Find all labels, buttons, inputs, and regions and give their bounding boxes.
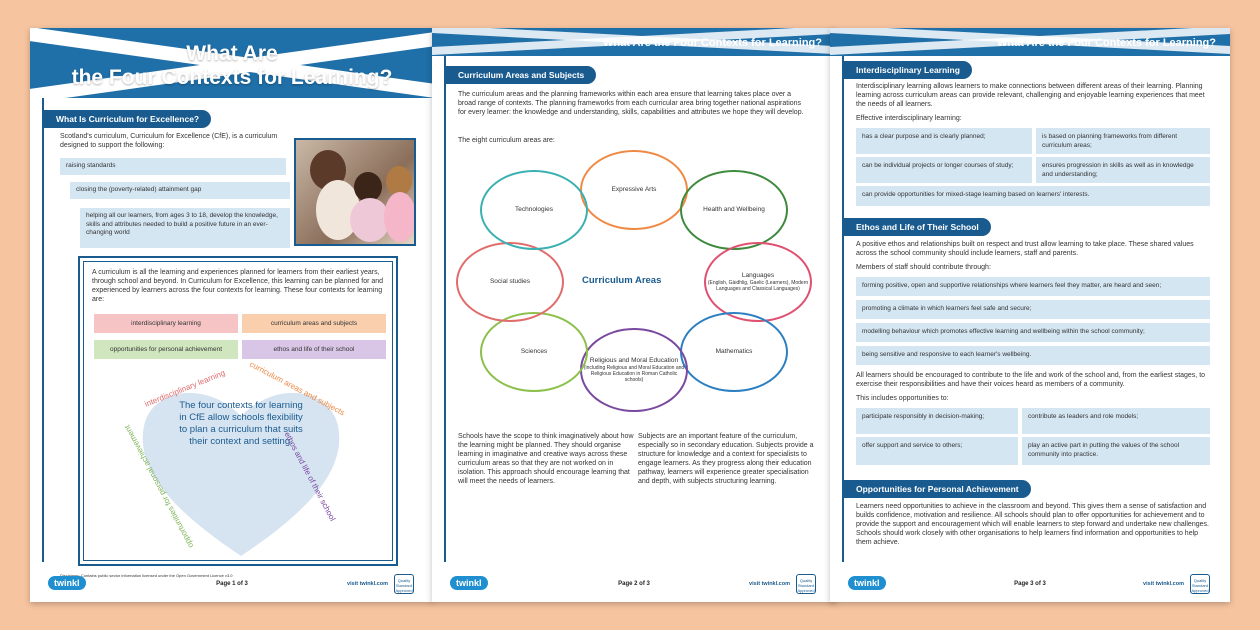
column-text: Schools have the scope to think imaginat… [458, 433, 634, 485]
page-number: Page 1 of 3 [216, 581, 248, 587]
context-chip: opportunities for personal achievement [94, 340, 238, 359]
list-cell: is based on planning frameworks from dif… [1036, 128, 1210, 154]
diagram-center-label: Curriculum Areas [582, 275, 662, 286]
contexts-box [78, 256, 398, 566]
band-title: What Are the Four Contexts for Learning? [997, 37, 1216, 49]
visit-link[interactable]: visit twinkl.com [749, 581, 790, 587]
heart-graphic [142, 392, 340, 556]
page-2: What Are the Four Contexts for Learning?… [432, 28, 836, 602]
page-number: Page 2 of 3 [618, 581, 650, 587]
column-text: Subjects are an important feature of the… [638, 433, 814, 485]
band-title: What Are the Four Contexts for Learning? [603, 37, 822, 49]
page-number: Page 3 of 3 [1014, 581, 1046, 587]
heart-caption: The four contexts for learning in CfE al… [179, 400, 303, 447]
support-item: raising standards [60, 158, 286, 175]
list-row: modelling behaviour which promotes effec… [856, 323, 1210, 342]
quality-badge-icon: Quality Standard Approved [1190, 574, 1210, 594]
context-chip: ethos and life of their school [242, 340, 386, 359]
twinkl-logo: twinkl [848, 576, 886, 590]
section-heading: Ethos and Life of Their School [844, 218, 991, 236]
list-cell: can be individual projects or longer cou… [856, 157, 1032, 183]
footer: twinkl Page 3 of 3 visit twinkl.com Qual… [830, 562, 1230, 602]
footer: twinkl Page 2 of 3 visit twinkl.com Qual… [432, 562, 836, 602]
section-heading: What Is Curriculum for Excellence? [44, 110, 212, 128]
area-circle: Mathematics [680, 312, 788, 392]
section-text: All learners should be encouraged to con… [856, 372, 1206, 388]
area-circle: Expressive Arts [580, 150, 688, 230]
classroom-photo [294, 138, 416, 246]
section-lead: Effective interdisciplinary learning: [856, 115, 962, 122]
disclaimer: Disclaimer: Contains public sector infor… [60, 573, 233, 578]
area-circle: Health and Wellbeing [680, 170, 788, 250]
section-lead: Members of staff should contribute throu… [856, 264, 991, 271]
areas-lead: The eight curriculum areas are: [458, 137, 555, 144]
header-band: What Are the Four Contexts for Learning? [432, 28, 836, 56]
area-circle: Social studies [456, 242, 564, 322]
area-circle: Religious and Moral Education(including … [580, 328, 688, 412]
list-cell: participate responsibly in decision-maki… [856, 408, 1018, 434]
support-item: closing the (poverty-related) attainment… [70, 182, 290, 199]
intro-text: Scotland's curriculum, Curriculum for Ex… [60, 133, 278, 149]
quality-badge-icon: Quality Standard Approved [394, 574, 414, 594]
header-band: What Are the Four Contexts for Learning? [830, 28, 1230, 56]
section-text: A positive ethos and relationships built… [856, 241, 1194, 257]
footer: twinkl Page 1 of 3 visit twinkl.com Qual… [30, 562, 434, 602]
section-text: Learners need opportunities to achieve i… [856, 503, 1209, 546]
list-cell: play an active part in putting the value… [1022, 437, 1210, 465]
section-lead: This includes opportunities to: [856, 395, 949, 402]
list-cell: has a clear purpose and is clearly plann… [856, 128, 1032, 154]
section-heading: Opportunities for Personal Achievement [844, 480, 1031, 498]
visit-link[interactable]: visit twinkl.com [347, 581, 388, 587]
list-row: being sensitive and responsive to each l… [856, 346, 1210, 365]
intro-text: The curriculum areas and the planning fr… [458, 91, 804, 116]
section-text: Interdisciplinary learning allows learne… [856, 83, 1205, 108]
list-cell: contribute as leaders and role models; [1022, 408, 1210, 434]
list-row: promoting a climate in which learners fe… [856, 300, 1210, 319]
area-circle: Technologies [480, 170, 588, 250]
curriculum-definition: A curriculum is all the learning and exp… [92, 269, 384, 303]
list-cell: can provide opportunities for mixed-stag… [856, 186, 1210, 206]
area-circle: Sciences [480, 312, 588, 392]
area-circle: Languages(English, Gàidhlig, Gaelic (Lea… [704, 242, 812, 322]
page-1: What Are the Four Contexts for Learning?… [30, 28, 434, 602]
quality-badge-icon: Quality Standard Approved [796, 574, 816, 594]
list-cell: ensures progression in skills as well as… [1036, 157, 1210, 183]
support-item: helping all our learners, from ages 3 to… [80, 208, 290, 248]
section-heading: Curriculum Areas and Subjects [446, 66, 597, 84]
context-chip: curriculum areas and subjects [242, 314, 386, 333]
twinkl-logo: twinkl [48, 576, 86, 590]
visit-link[interactable]: visit twinkl.com [1143, 581, 1184, 587]
context-chip: interdisciplinary learning [94, 314, 238, 333]
page-3: What Are the Four Contexts for Learning?… [830, 28, 1230, 602]
title-banner: What Are the Four Contexts for Learning? [30, 28, 434, 98]
twinkl-logo: twinkl [450, 576, 488, 590]
page-title: What Are the Four Contexts for Learning? [71, 42, 393, 89]
section-heading: Interdisciplinary Learning [844, 61, 972, 79]
list-row: forming positive, open and supportive re… [856, 277, 1210, 296]
list-cell: offer support and service to others; [856, 437, 1018, 465]
